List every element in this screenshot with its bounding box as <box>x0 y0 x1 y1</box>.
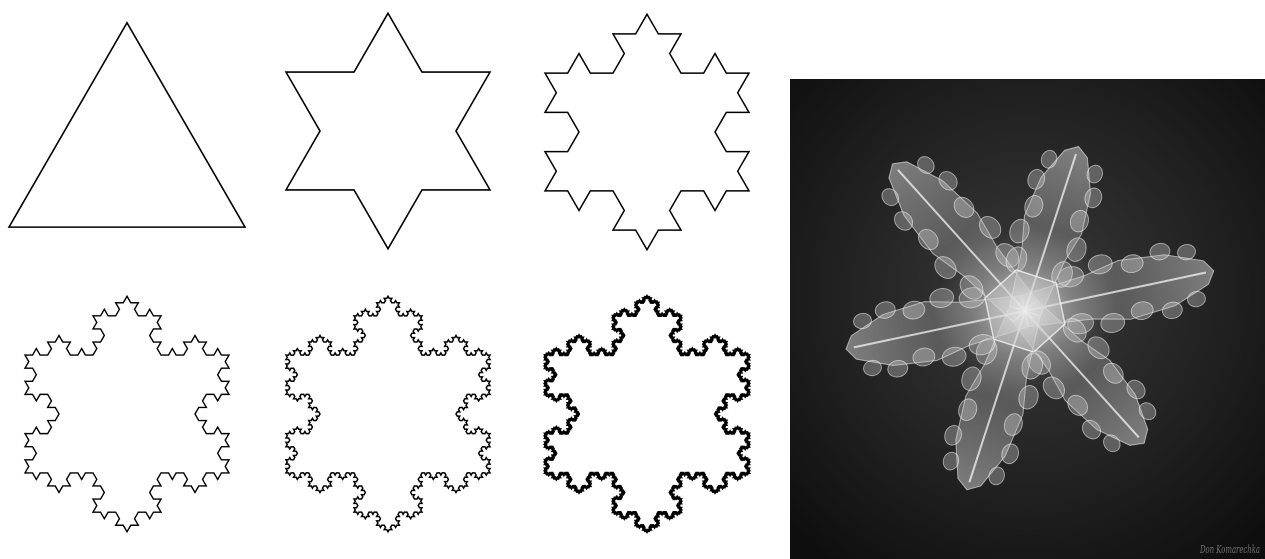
photographer-signature: Don Komarechka <box>1199 543 1260 556</box>
koch-iteration-4 <box>286 296 490 532</box>
koch-snowflake-diagram <box>0 0 780 559</box>
snowflake-photo-image: Don Komarechka <box>790 79 1265 559</box>
koch-iteration-2 <box>545 14 749 250</box>
crystal-center-glow <box>935 231 1115 391</box>
snowflake-photo: Don Komarechka <box>790 79 1265 559</box>
koch-iteration-5 <box>545 296 749 532</box>
koch-iteration-3 <box>25 296 229 532</box>
koch-iteration-1 <box>286 13 490 249</box>
koch-iteration-0 <box>9 23 245 227</box>
